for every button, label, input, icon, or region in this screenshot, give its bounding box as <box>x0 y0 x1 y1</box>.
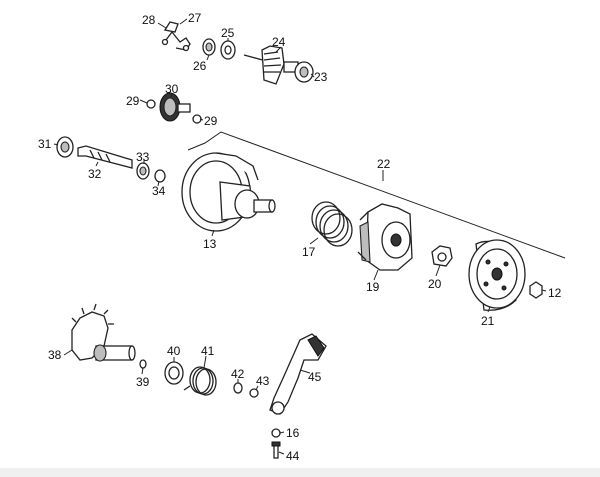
part-28-clip <box>161 21 191 52</box>
label-13: 13 <box>203 237 217 251</box>
part-43-washer <box>249 388 259 398</box>
label-29-right: 29 <box>204 114 218 128</box>
label-17: 17 <box>302 245 316 259</box>
label-38: 38 <box>48 348 62 362</box>
part-31-bearing <box>56 136 74 158</box>
label-41: 41 <box>201 344 215 358</box>
label-31: 31 <box>38 137 52 151</box>
label-24: 24 <box>272 35 286 49</box>
part-40-bushing <box>164 361 184 385</box>
label-34: 34 <box>152 184 166 198</box>
label-28: 28 <box>142 13 156 27</box>
label-19: 19 <box>366 280 380 294</box>
assembly-22-bracket <box>187 131 566 259</box>
label-23: 23 <box>314 70 328 84</box>
part-23-bearing <box>294 61 314 83</box>
label-33: 33 <box>136 150 150 164</box>
part-19-clutch <box>357 203 413 271</box>
part-38-kick-gear <box>71 303 136 362</box>
part-29-washer-right <box>192 114 202 124</box>
part-16-washer <box>271 428 281 438</box>
part-39-washer <box>139 359 147 369</box>
part-33-bearing <box>136 162 150 180</box>
part-41-kick-spring <box>183 366 217 396</box>
part-42-washer <box>233 382 243 394</box>
label-30: 30 <box>165 82 179 96</box>
part-12-nut <box>529 281 543 299</box>
label-20: 20 <box>428 277 442 291</box>
part-21-drum <box>468 239 526 311</box>
label-42: 42 <box>231 367 245 381</box>
part-34-washer <box>154 169 166 183</box>
label-32: 32 <box>88 167 102 181</box>
part-20-nut <box>431 245 453 267</box>
label-16: 16 <box>286 426 300 440</box>
label-43: 43 <box>256 374 270 388</box>
label-29-left: 29 <box>126 94 140 108</box>
bottom-band <box>0 468 600 477</box>
part-30-gear <box>159 92 191 122</box>
part-44-bolt <box>271 441 281 459</box>
part-13-pulley <box>181 152 276 232</box>
label-40: 40 <box>167 344 181 358</box>
label-27: 27 <box>188 11 202 25</box>
part-17-spring <box>311 201 353 247</box>
part-32-shaft <box>77 145 133 169</box>
label-26: 26 <box>193 59 207 73</box>
label-12: 12 <box>548 286 562 300</box>
leader-lines <box>53 18 547 455</box>
label-25: 25 <box>221 26 235 40</box>
part-29-washer-left <box>146 99 156 109</box>
part-45-kick-lever <box>269 333 327 415</box>
label-21: 21 <box>481 314 495 328</box>
part-26-bearing <box>202 38 216 56</box>
label-39: 39 <box>136 375 150 389</box>
part-24-gear-shaft <box>243 45 301 85</box>
label-22: 22 <box>377 157 391 171</box>
label-44: 44 <box>286 449 300 463</box>
part-25-washer <box>220 40 236 60</box>
label-45: 45 <box>308 370 322 384</box>
